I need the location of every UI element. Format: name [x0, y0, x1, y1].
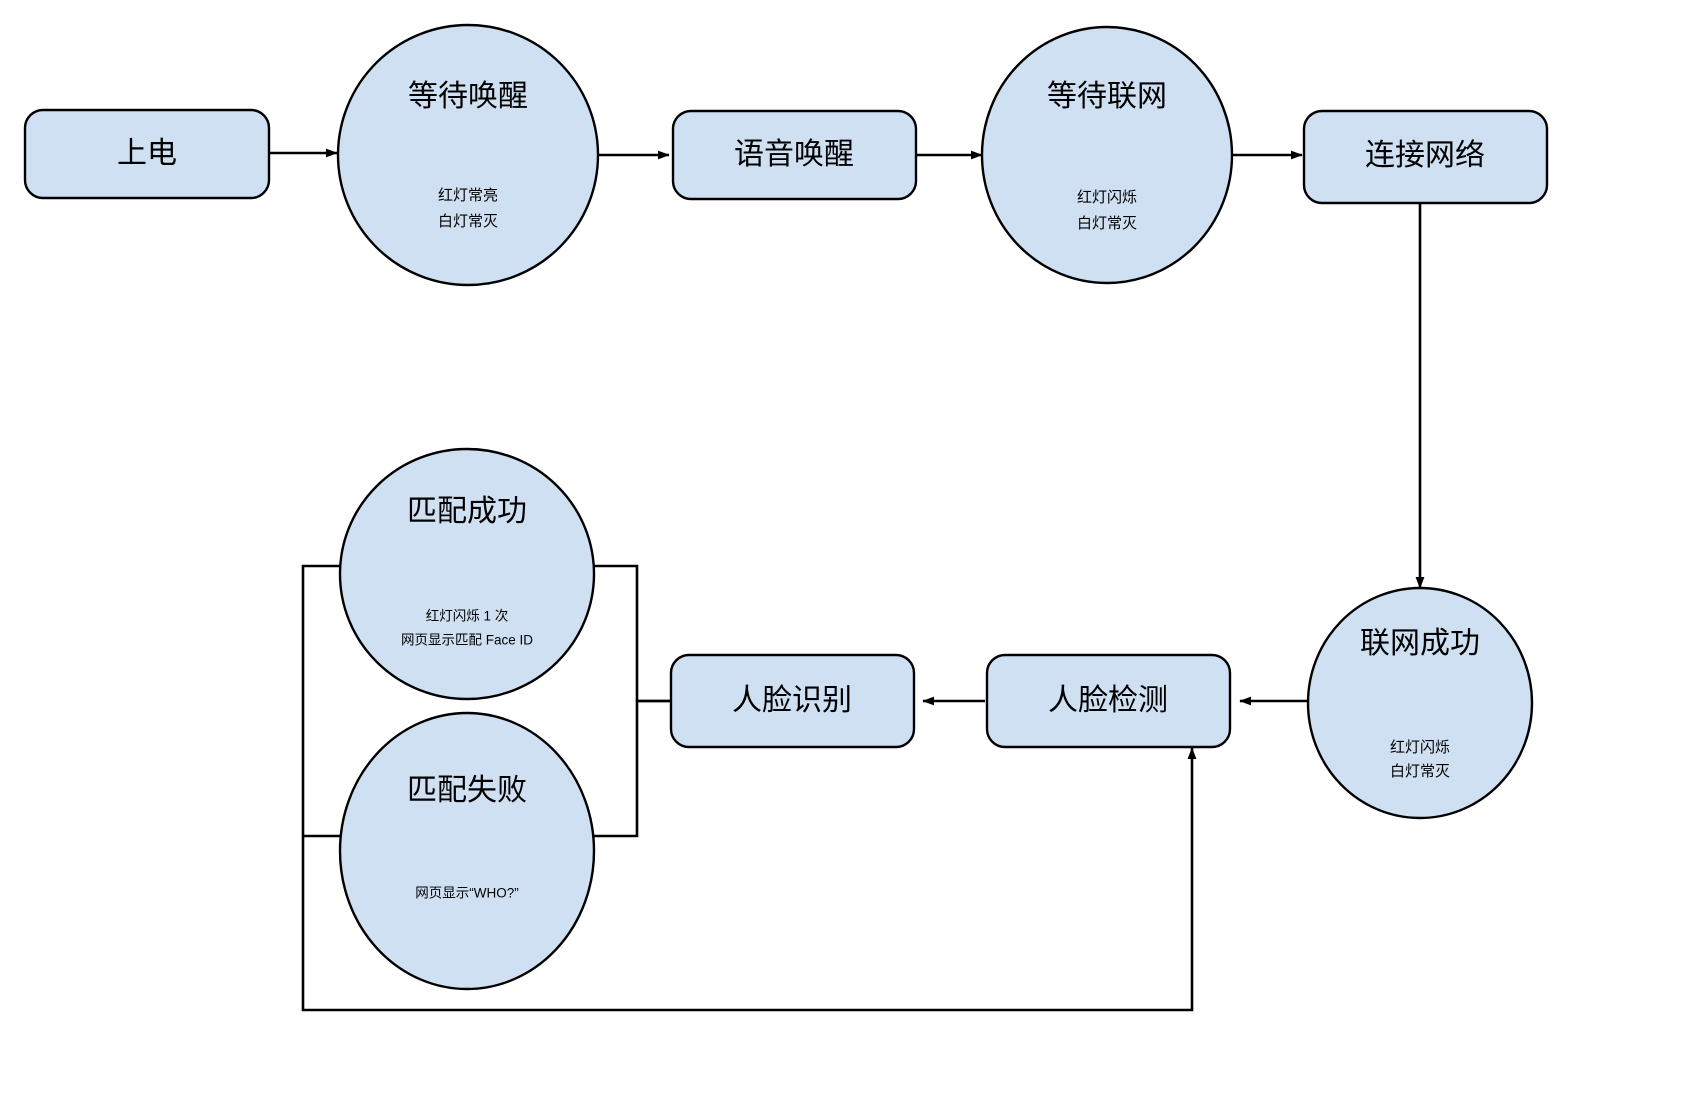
waiting-network-sub-1: 红灯闪烁 — [1077, 189, 1137, 206]
power-on-label: 上电 — [117, 137, 177, 170]
voice-wakeup-shape[interactable] — [671, 109, 918, 201]
node-match-success[interactable]: 匹配成功 红灯闪烁 1 次 网页显示匹配 Face ID — [338, 447, 596, 701]
node-voice-wakeup[interactable]: 语音唤醒 — [671, 109, 918, 201]
match-failure-label: 匹配失败 — [407, 774, 527, 807]
match-success-shape[interactable] — [338, 447, 596, 701]
face-recognition-shape[interactable] — [669, 653, 916, 749]
node-network-success[interactable]: 联网成功 红灯闪烁 白灯常灭 — [1306, 586, 1534, 820]
network-success-sub-1: 红灯闪烁 — [1390, 739, 1450, 756]
waiting-wakeup-label: 等待唤醒 — [408, 80, 528, 113]
node-waiting-network[interactable]: 等待联网 红灯闪烁 白灯常灭 — [980, 25, 1234, 285]
match-failure-sub-1: 网页显示“WHO?” — [415, 886, 519, 901]
connect-network-label: 连接网络 — [1365, 139, 1485, 172]
waiting-network-shape[interactable] — [980, 25, 1234, 285]
waiting-network-sub-2: 白灯常灭 — [1077, 215, 1137, 232]
network-success-shape[interactable] — [1306, 586, 1534, 820]
node-power-on[interactable]: 上电 — [23, 108, 271, 200]
face-detection-shape[interactable] — [985, 653, 1232, 749]
network-success-label: 联网成功 — [1360, 627, 1480, 660]
waiting-network-label: 等待联网 — [1047, 80, 1167, 113]
waiting-wakeup-sub-2: 白灯常灭 — [438, 213, 498, 230]
node-face-recognition[interactable]: 人脸识别 — [669, 653, 916, 749]
face-detection-label: 人脸检测 — [1048, 684, 1168, 717]
connect-network-shape[interactable] — [1302, 109, 1549, 205]
node-connect-network[interactable]: 连接网络 — [1302, 109, 1549, 205]
node-match-failure[interactable]: 匹配失败 网页显示“WHO?” — [338, 711, 596, 991]
node-waiting-wakeup[interactable]: 等待唤醒 红灯常亮 白灯常灭 — [336, 23, 600, 287]
voice-wakeup-label: 语音唤醒 — [734, 138, 854, 171]
node-face-detection[interactable]: 人脸检测 — [985, 653, 1232, 749]
match-success-label: 匹配成功 — [407, 495, 527, 528]
waiting-wakeup-sub-1: 红灯常亮 — [438, 187, 498, 204]
match-success-sub-2: 网页显示匹配 Face ID — [401, 633, 533, 648]
waiting-wakeup-shape[interactable] — [336, 23, 600, 287]
match-success-sub-1: 红灯闪烁 1 次 — [426, 609, 509, 624]
edge-recognition-to-matchfailure — [301, 699, 672, 838]
edge-matchfailure-to-detection — [301, 747, 1197, 1012]
match-failure-shape[interactable] — [338, 711, 596, 991]
network-success-sub-2: 白灯常灭 — [1390, 763, 1450, 780]
power-on-shape[interactable] — [23, 108, 271, 200]
face-recognition-label: 人脸识别 — [732, 684, 852, 717]
